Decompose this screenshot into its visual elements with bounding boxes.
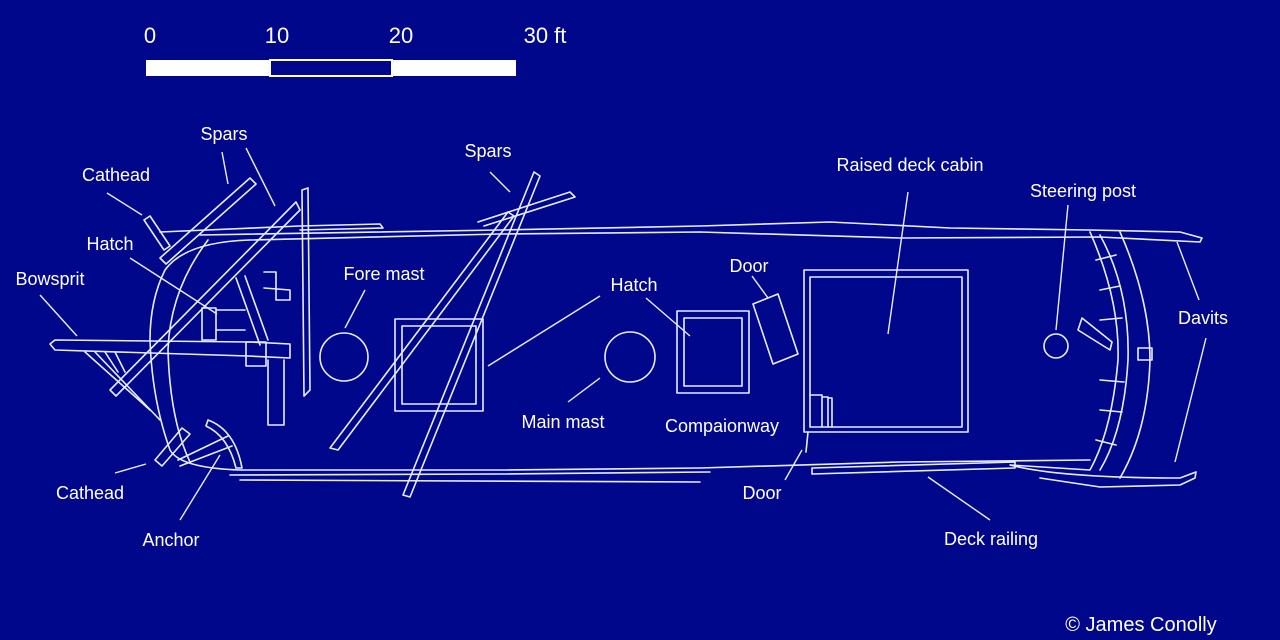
label-spars-main: Spars [464,141,511,161]
label-spars-fore: Spars [200,124,247,144]
label-companionway: Compaionway [665,416,779,436]
label-main-mast: Main mast [521,412,604,432]
label-cathead-bottom: Cathead [56,483,124,503]
leader-lines [39,147,1207,521]
scale-tick-10: 10 [265,23,289,48]
credit: © James Conolly [1065,614,1216,636]
label-raised-deck-cabin: Raised deck cabin [836,155,983,175]
label-door-top: Door [729,256,768,276]
scale-tick-20: 20 [389,23,413,48]
label-davits: Davits [1178,308,1228,328]
label-cathead-top: Cathead [82,165,150,185]
ship-hull [49,171,1203,498]
label-hatch-fore: Hatch [86,234,133,254]
scale-segment-3 [392,60,516,76]
scale-segment-1 [146,60,270,76]
label-fore-mast: Fore mast [343,264,424,284]
label-bowsprit: Bowsprit [15,269,84,289]
scale-tick-30: 30 ft [524,23,567,48]
scale-segment-2 [269,59,393,77]
labels: Spars Cathead Hatch Bowsprit Fore mast S… [15,124,1228,636]
label-door-bottom: Door [742,483,781,503]
label-hatch-main: Hatch [610,275,657,295]
label-steering-post: Steering post [1030,181,1136,201]
label-deck-railing: Deck railing [944,529,1038,549]
scale-bar: 0 10 20 30 ft [144,23,567,77]
label-anchor: Anchor [142,530,199,550]
scale-tick-0: 0 [144,23,156,48]
